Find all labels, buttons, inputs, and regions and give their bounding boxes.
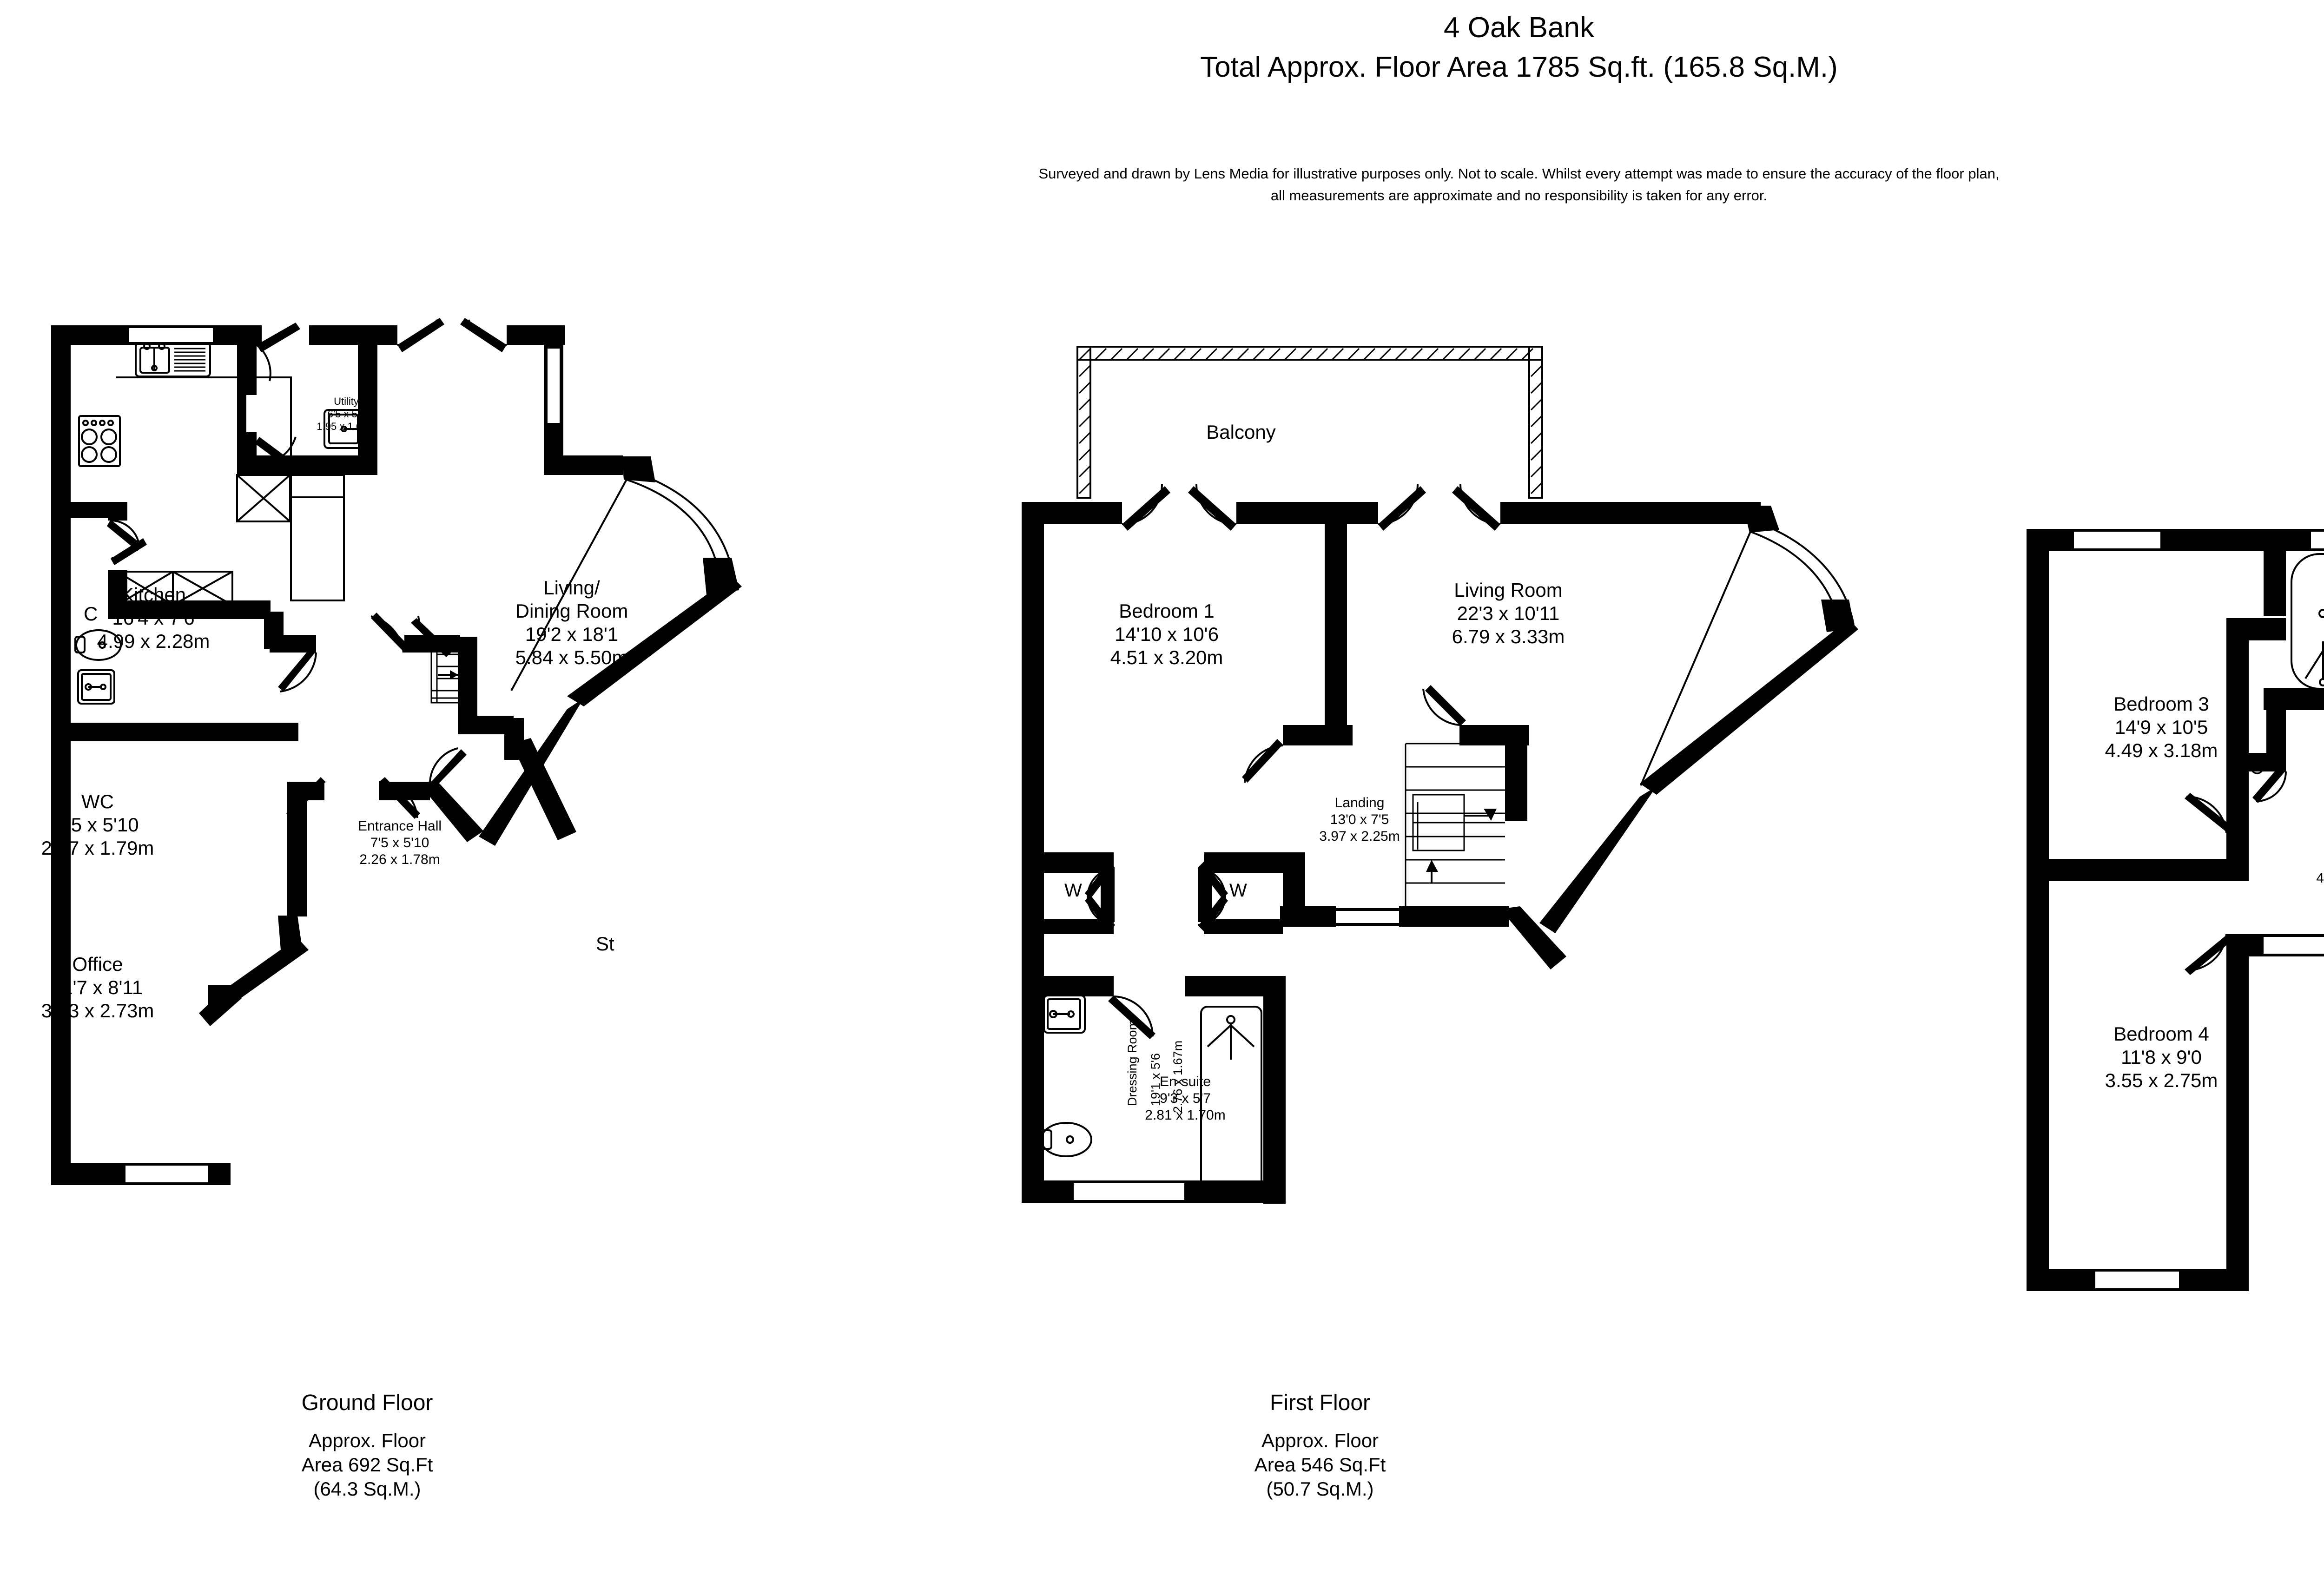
- tag-wardrobe-4: W: [1229, 917, 1247, 938]
- ground-area-line-3: (64.3 Sq.M.): [313, 1478, 421, 1500]
- ground-area-line-1: Approx. Floor: [308, 1430, 426, 1451]
- tag-wardrobe-2: W: [1064, 917, 1082, 938]
- disclaimer-line-1: Surveyed and drawn by Lens Media for ill…: [1038, 165, 2000, 182]
- total-area-subtitle: Total Approx. Floor Area 1785 Sq.ft. (16…: [1200, 51, 1838, 83]
- first-area-line-2: Area 546 Sq.Ft: [1254, 1454, 1386, 1476]
- ground-area-line-2: Area 692 Sq.Ft: [301, 1454, 433, 1476]
- first-floor-caption: First Floor Approx. Floor Area 546 Sq.Ft…: [1111, 1390, 1529, 1501]
- title-block: 4 Oak Bank Total Approx. Floor Area 1785…: [0, 8, 2324, 87]
- tag-store-ground: St: [596, 933, 614, 955]
- room-label-entrance-hall: Entrance Hall 7'5 x 5'10 2.26 x 1.78m: [357, 818, 442, 867]
- room-label-kitchen: Kitchen 16'4 x 7'6 4.99 x 2.28m: [97, 584, 210, 652]
- page-title: 4 Oak Bank: [1444, 12, 1594, 44]
- second-floor-caption: Second Floor Approx. Floor Area 547 Sq.F…: [2203, 1390, 2324, 1501]
- room-label-wc: WC 7'5 x 5'10 2.27 x 1.79m: [41, 791, 154, 859]
- room-label-balcony: Balcony: [1206, 421, 1276, 443]
- first-area-line-3: (50.7 Sq.M.): [1266, 1478, 1374, 1500]
- ground-floor-caption: Ground Floor Approx. Floor Area 692 Sq.F…: [158, 1390, 576, 1501]
- tag-cupboard-ground: C: [84, 603, 98, 625]
- second-floor-name: Second Floor: [2203, 1390, 2324, 1417]
- disclaimer-line-2: all measurements are approximate and no …: [1270, 187, 1768, 204]
- first-floor-name: First Floor: [1270, 1391, 1370, 1415]
- first-floor-plan: [999, 325, 1910, 1376]
- room-label-office: Office 11'7 x 8'11 3.53 x 2.73m: [41, 953, 154, 1022]
- ground-floor-plan: [37, 297, 948, 1366]
- room-label-landing-first: Landing 13'0 x 7'5 3.97 x 2.25m: [1319, 795, 1400, 844]
- tag-wardrobe-1: W: [1064, 880, 1082, 901]
- room-label-bedroom-1: Bedroom 1 14'10 x 10'6 4.51 x 3.20m: [1110, 600, 1223, 668]
- room-label-living-dining-room: Living/ Dining Room 19'2 x 18'1 5.84 x 5…: [515, 577, 628, 668]
- first-area-line-1: Approx. Floor: [1261, 1430, 1379, 1451]
- room-label-utility: Utility 6'5 x 5'5 1.95 x 1.65m: [317, 396, 376, 432]
- room-label-living-room: Living Room 22'3 x 10'11 6.79 x 3.33m: [1452, 579, 1565, 647]
- disclaimer: Surveyed and drawn by Lens Media for ill…: [0, 163, 2324, 206]
- tag-cupboard-second: C: [2250, 756, 2264, 778]
- room-label-landing-second: Landing 14'10 x 7'3 4.51 x 2.26m: [2316, 854, 2324, 886]
- second-floor-plan: [2013, 502, 2324, 1343]
- room-label-bedroom-4: Bedroom 4 11'8 x 9'0 3.55 x 2.75m: [2105, 1023, 2218, 1091]
- tag-wardrobe-3: W: [1229, 880, 1247, 901]
- room-label-bedroom-3: Bedroom 3 14'9 x 10'5 4.49 x 3.18m: [2105, 693, 2218, 761]
- room-label-en-suite: En-suite 9'3 x 5'7 2.81 x 1.70m: [1145, 1074, 1226, 1123]
- second-area-line-3: (50.8 Sq.M.): [2203, 1477, 2324, 1501]
- second-area-line-2: Area 547 Sq.Ft: [2203, 1453, 2324, 1477]
- ground-floor-name: Ground Floor: [301, 1391, 433, 1415]
- second-area-line-1: Approx. Floor: [2203, 1429, 2324, 1453]
